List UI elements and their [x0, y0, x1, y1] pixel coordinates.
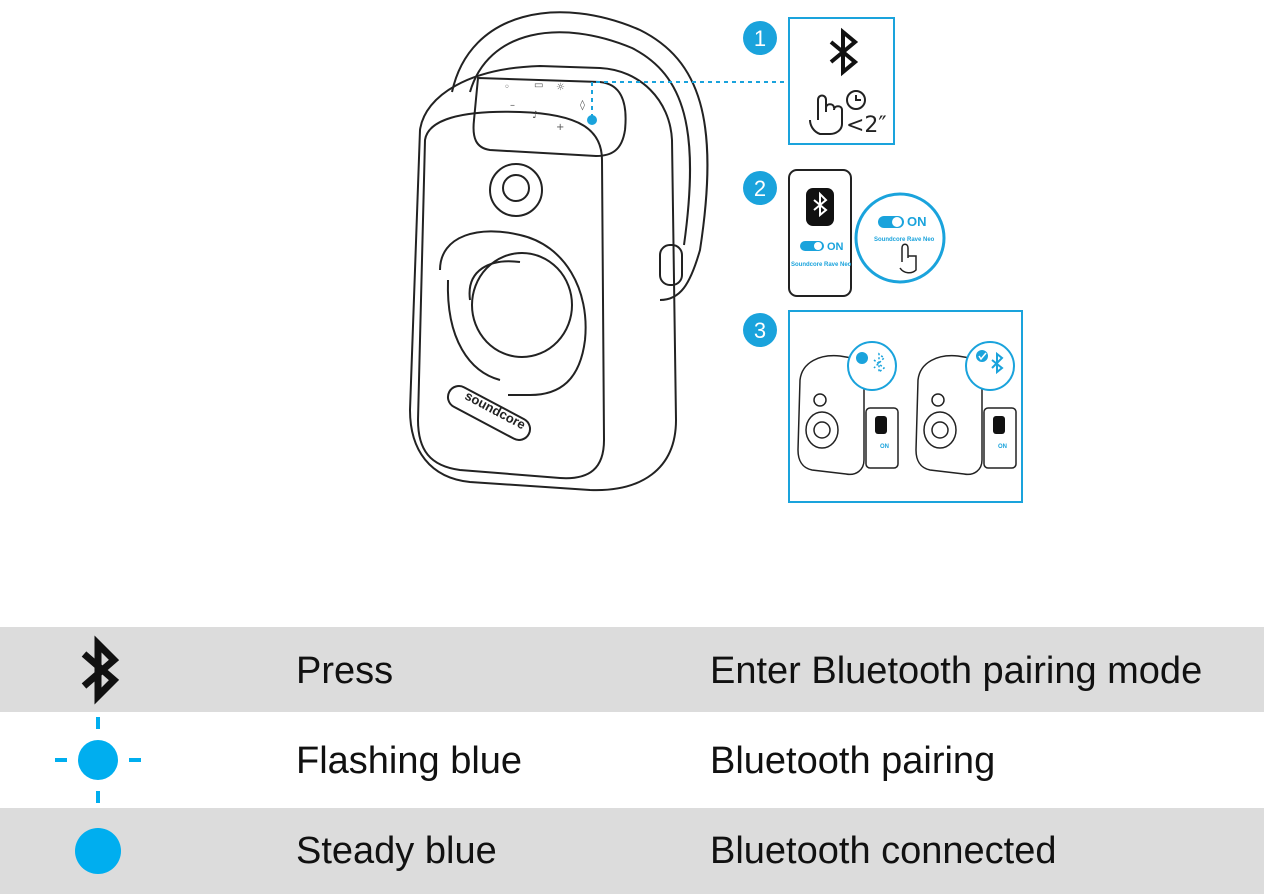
top-panel-buttons: ◦ ▭ ☼ – ♪ + ◊: [504, 80, 585, 133]
hand-press-icon: [809, 94, 843, 135]
svg-text:Soundcore Rave Neo: Soundcore Rave Neo: [791, 262, 852, 268]
bluetooth-icon: [829, 27, 859, 77]
table-row: Press Enter Bluetooth pairing mode: [0, 627, 1264, 712]
step-3-panel: 3 ON ON: [743, 310, 1023, 503]
phone-outline: [788, 169, 852, 297]
step-2-panel: 2 ON Soundcore Rave Neo ON Soundcore Rav…: [743, 169, 946, 297]
hand-tap-icon: [899, 243, 917, 274]
mini-speaker-pairing: [797, 354, 865, 476]
step-1-panel: 1 <2″: [743, 17, 895, 145]
svg-text:<2″: <2″: [846, 113, 887, 138]
table-row: Flashing blue Bluetooth pairing: [0, 712, 1264, 808]
svg-text:☼: ☼: [556, 82, 565, 93]
steady-blue-light-icon: [50, 808, 145, 894]
svg-text:–: –: [510, 100, 515, 111]
result-text: Bluetooth connected: [710, 830, 1057, 872]
svg-text:♪: ♪: [532, 110, 538, 121]
svg-text:2: 2: [754, 176, 766, 201]
result-text: Enter Bluetooth pairing mode: [710, 650, 1203, 692]
svg-text:▭: ▭: [534, 80, 543, 91]
svg-text:◦: ◦: [504, 82, 510, 93]
svg-text:+: +: [556, 122, 564, 133]
svg-text:1: 1: [754, 26, 766, 51]
clock-icon: [846, 90, 866, 110]
pairing-illustration: soundcore ◦▭☼ –♪+◊ 1 <2″ 2 ON Soundcore …: [408, 11, 1023, 503]
svg-text:ON: ON: [998, 444, 1007, 450]
table-row: Steady blue Bluetooth connected: [0, 808, 1264, 894]
svg-text:ON: ON: [907, 214, 927, 229]
flashing-blue-light-icon: [50, 712, 145, 808]
svg-text:◊: ◊: [580, 99, 585, 111]
svg-text:3: 3: [754, 318, 766, 343]
mini-speaker-connected: [915, 354, 983, 476]
svg-text:ON: ON: [880, 444, 889, 450]
speaker-drawing: [408, 11, 709, 492]
action-text: Flashing blue: [296, 740, 523, 782]
result-text: Bluetooth pairing: [710, 740, 996, 782]
svg-text:Soundcore Rave Neo: Soundcore Rave Neo: [874, 237, 935, 243]
svg-text:ON: ON: [827, 241, 844, 253]
bluetooth-icon: [50, 627, 145, 712]
action-text: Steady blue: [296, 830, 497, 872]
action-text: Press: [296, 650, 394, 692]
